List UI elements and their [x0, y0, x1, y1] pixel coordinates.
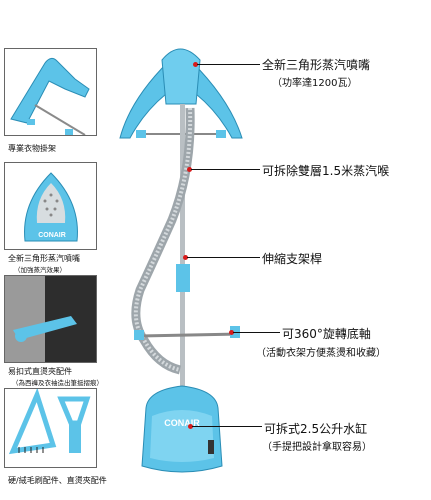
callout-leader-1 [197, 64, 260, 65]
callout-label-5: 可拆式2.5公升水缸 [264, 422, 368, 436]
callout-sub-1: （功率達1200瓦） [272, 78, 358, 89]
nozzle-image: CONAIR [24, 172, 78, 242]
thumbnail-caption-2: 全新三角形蒸汽噴嘴 [8, 254, 80, 263]
callout-leader-4 [233, 332, 280, 333]
thumbnail-brushes [4, 388, 97, 468]
base-brand-text: CONAIR [164, 418, 200, 428]
thumbnail-caption-4: 硬/絨毛刷配件、直燙夾配件 [8, 476, 107, 485]
callout-leader-2 [191, 169, 260, 170]
clip-image [5, 276, 96, 362]
thumbnail-note-2: （加強蒸汽效果） [14, 266, 66, 274]
callout-dot-4 [229, 330, 234, 335]
callout-label-4: 可360°旋轉底軸 [282, 327, 371, 341]
callout-dot-1 [193, 62, 198, 67]
hanger-image [10, 57, 90, 135]
thumbnail-nozzle: CONAIR [4, 162, 97, 250]
thumbnail-clip [4, 275, 97, 363]
callout-leader-3 [187, 257, 260, 258]
thumbnail-caption-1: 專業衣物掛架 [8, 144, 56, 153]
callout-sub-5: （手提把設計拿取容易） [262, 442, 372, 453]
thumbnail-hanger [4, 48, 97, 136]
callout-dot-3 [183, 255, 188, 260]
callout-label-3: 伸縮支架桿 [262, 252, 323, 266]
callout-leader-5 [192, 426, 262, 427]
callout-label-1: 全新三角形蒸汽噴嘴 [262, 58, 371, 72]
callout-sub-4: （活動衣架方便蒸燙和收藏） [256, 348, 386, 359]
thumbnail-caption-3: 易扣式直燙夾配件 [8, 367, 72, 376]
nozzle-brand-text: CONAIR [38, 232, 66, 239]
callout-label-2: 可拆除雙層1.5米蒸汽喉 [262, 164, 390, 178]
callout-dot-2 [187, 167, 192, 172]
thumbnail-note-3: （為西褲及衣袖造出筆挺摺痕） [12, 379, 103, 387]
steamer-illustration: CONAIR [119, 48, 243, 473]
brushes-image [8, 389, 91, 455]
callout-dot-5 [188, 424, 193, 429]
